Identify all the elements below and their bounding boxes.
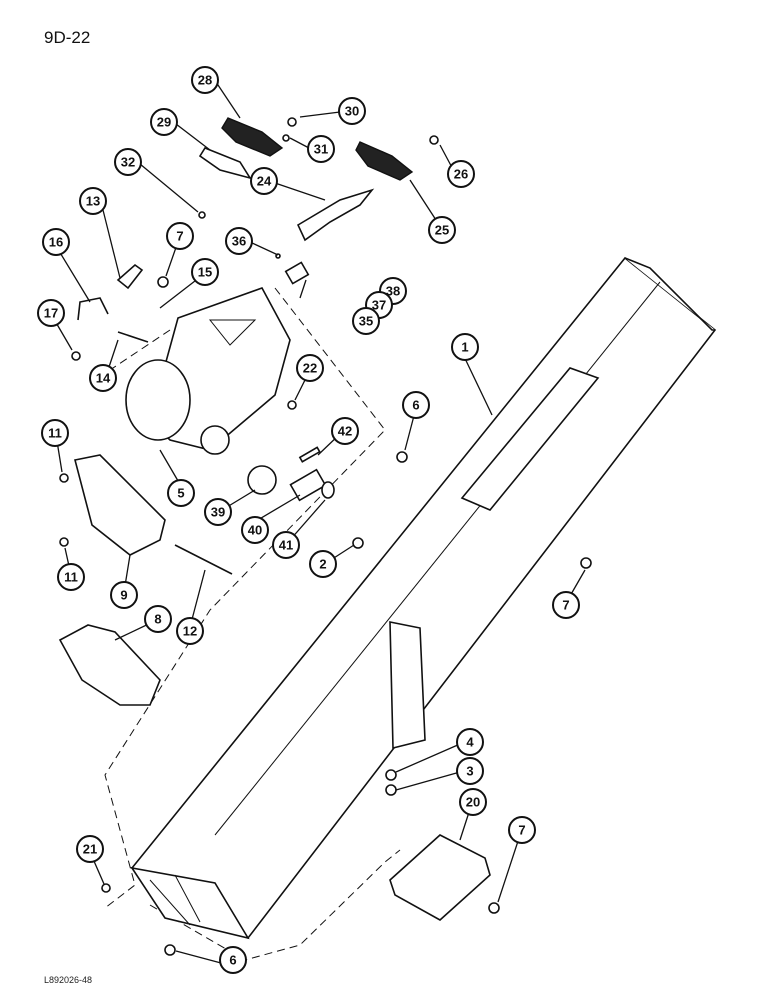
callout-16: 16: [42, 228, 70, 256]
callout-21: 21: [76, 835, 104, 863]
callout-29: 29: [150, 108, 178, 136]
svg-text:7: 7: [562, 598, 569, 613]
callout-15: 15: [191, 258, 219, 286]
callout-20: 20: [459, 788, 487, 816]
callout-25: 25: [428, 216, 456, 244]
svg-text:17: 17: [44, 306, 58, 321]
callout-14: 14: [89, 364, 117, 392]
svg-text:5: 5: [177, 486, 184, 501]
washer-41: [321, 481, 335, 499]
svg-text:26: 26: [454, 167, 468, 182]
svg-text:41: 41: [279, 538, 293, 553]
svg-text:38: 38: [386, 284, 400, 299]
callout-2: 2: [309, 550, 337, 578]
drive-chain-24: [296, 188, 375, 242]
svg-text:32: 32: [121, 155, 135, 170]
connector-link-35: [284, 261, 310, 285]
callout-5: 5: [167, 479, 195, 507]
shield-8: [58, 624, 161, 706]
callout-17: 17: [37, 299, 65, 327]
callout-8: 8: [144, 605, 172, 633]
svg-text:24: 24: [257, 174, 272, 189]
svg-text:37: 37: [372, 298, 386, 313]
svg-text:12: 12: [183, 624, 197, 639]
callout-7-top: 7: [166, 222, 194, 250]
bracket-20: [389, 834, 491, 921]
callout-32: 32: [114, 148, 142, 176]
svg-text:13: 13: [86, 194, 100, 209]
svg-text:40: 40: [248, 523, 262, 538]
callout-22: 22: [296, 354, 324, 382]
svg-text:4: 4: [466, 735, 474, 750]
callout-11-lower: 11: [57, 563, 85, 591]
callout-30: 30: [338, 97, 366, 125]
callout-31: 31: [307, 135, 335, 163]
svg-text:16: 16: [49, 235, 63, 250]
svg-text:9: 9: [120, 588, 127, 603]
rod-12: [174, 544, 233, 575]
callout-9: 9: [110, 581, 138, 609]
svg-text:35: 35: [359, 314, 373, 329]
callout-41: 41: [272, 531, 300, 559]
callout-24: 24: [250, 167, 278, 195]
callout-39: 39: [204, 498, 232, 526]
paddle-29: [198, 147, 252, 180]
svg-text:8: 8: [154, 612, 161, 627]
shield-9: [74, 454, 166, 556]
wear-plate-28: [221, 117, 284, 157]
u-bolt-16: [77, 297, 109, 321]
callout-4: 4: [456, 728, 484, 756]
svg-text:39: 39: [211, 505, 225, 520]
wear-plate-25: [355, 141, 414, 181]
callout-42: 42: [331, 417, 359, 445]
page-number: 9D-22: [44, 28, 91, 47]
callout-1: 1: [451, 333, 479, 361]
bracket-13: [116, 263, 144, 290]
svg-text:28: 28: [198, 73, 212, 88]
callout-12: 12: [176, 617, 204, 645]
svg-text:6: 6: [229, 953, 236, 968]
svg-text:42: 42: [338, 424, 352, 439]
svg-text:6: 6: [412, 398, 419, 413]
callout-40: 40: [241, 516, 269, 544]
auger-tube: [130, 256, 717, 940]
callout-6-upper: 6: [402, 391, 430, 419]
svg-text:3: 3: [466, 764, 473, 779]
svg-text:29: 29: [157, 115, 171, 130]
svg-text:1: 1: [461, 340, 468, 355]
callout-28: 28: [191, 66, 219, 94]
svg-text:21: 21: [83, 842, 97, 857]
key-42: [298, 446, 321, 463]
callout-7-right: 7: [552, 591, 580, 619]
svg-text:11: 11: [48, 426, 62, 441]
callout-3: 3: [456, 757, 484, 785]
sprocket-39: [247, 465, 277, 495]
svg-text:7: 7: [176, 229, 183, 244]
figure-code: L892026-48: [44, 975, 93, 985]
svg-text:7: 7: [518, 823, 525, 838]
svg-text:30: 30: [345, 104, 359, 119]
svg-text:25: 25: [435, 223, 449, 238]
svg-text:22: 22: [303, 361, 317, 376]
callout-13: 13: [79, 187, 107, 215]
svg-text:15: 15: [198, 265, 212, 280]
svg-text:20: 20: [466, 795, 480, 810]
callout-36: 36: [225, 227, 253, 255]
svg-text:2: 2: [319, 557, 326, 572]
svg-text:31: 31: [314, 142, 328, 157]
callout-6-lower: 6: [219, 946, 247, 974]
svg-text:14: 14: [96, 371, 111, 386]
gearbox-housing: [125, 287, 291, 455]
callout-35: 35: [352, 307, 380, 335]
callout-26: 26: [447, 160, 475, 188]
bolt-14: [117, 331, 149, 343]
callout-7-bottom: 7: [508, 816, 536, 844]
svg-text:36: 36: [232, 234, 246, 249]
fasteners: [59, 117, 592, 956]
bushing-40: [289, 468, 327, 502]
callout-11-upper: 11: [41, 419, 69, 447]
svg-text:11: 11: [64, 570, 78, 585]
